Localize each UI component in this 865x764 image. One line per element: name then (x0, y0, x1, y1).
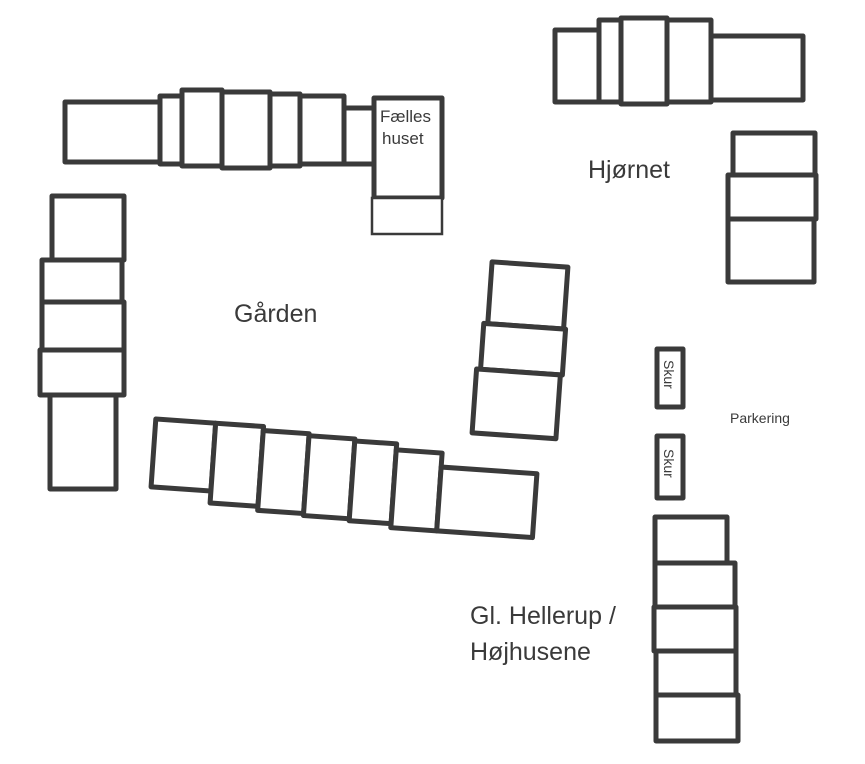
label-shed-2: Skur (661, 449, 677, 478)
label-shed-1: Skur (661, 360, 677, 389)
label-gl-hellerup-1: Gl. Hellerup / (470, 602, 616, 630)
shed-1-outline (654, 346, 686, 410)
label-gl-hellerup-2: Højhusene (470, 638, 591, 666)
building-row-bottom (148, 416, 540, 541)
label-community-house-1: Fælles (380, 107, 432, 126)
label-parking: Parkering (730, 410, 790, 426)
label-community-house-2: huset (382, 129, 424, 148)
building-column-right (725, 130, 819, 285)
label-corner: Hjørnet (588, 156, 670, 184)
building-row-top-left (62, 87, 377, 171)
shed-2-outline (654, 433, 686, 501)
building-column-bottom-right (651, 514, 741, 744)
building-column-left (37, 193, 127, 492)
label-garden: Gården (234, 300, 318, 328)
community-house (370, 95, 445, 236)
building-block-middle (469, 259, 571, 442)
building-row-top-right (552, 15, 806, 107)
